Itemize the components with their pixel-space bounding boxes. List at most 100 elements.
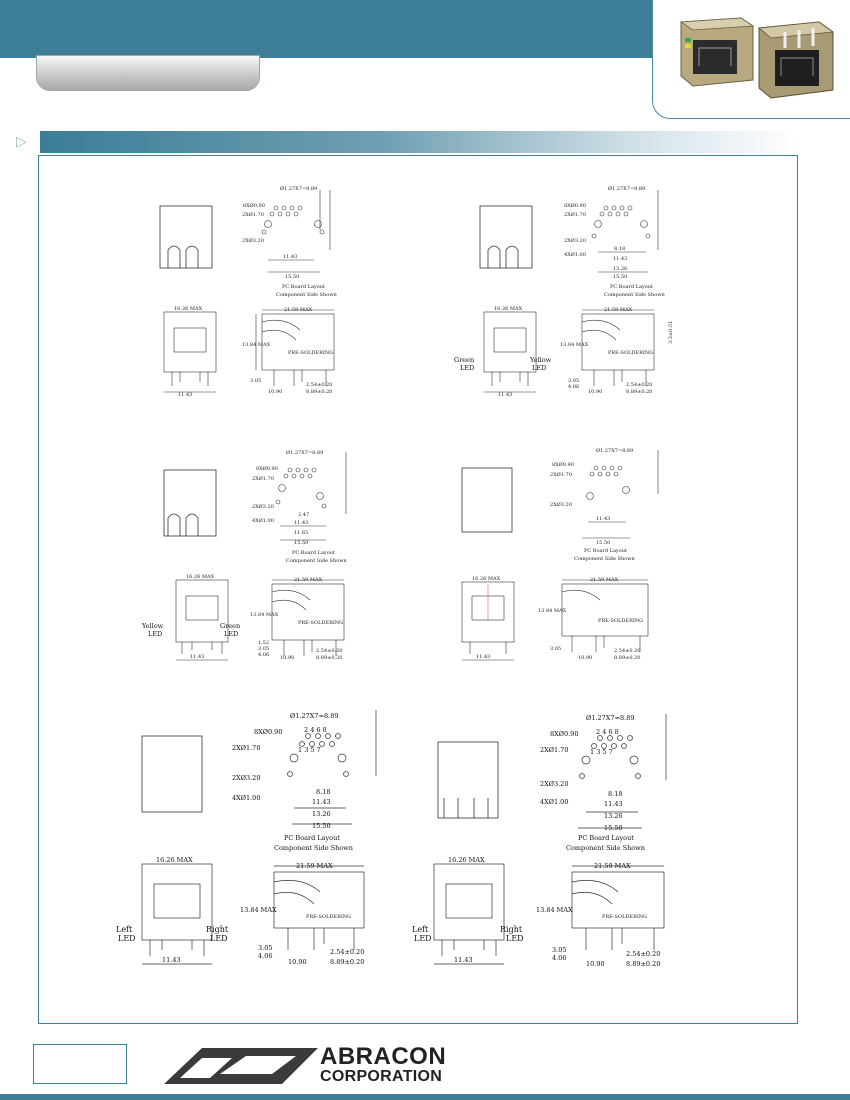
pcb-layout-label: PC Board Layout xyxy=(284,834,340,842)
led-yellow-label: Yellow xyxy=(141,622,164,630)
body-mark: PRE-SOLDERING xyxy=(298,620,343,626)
dim-1550: 15.50 xyxy=(294,540,308,546)
pins8-label: 8XØ0.90 xyxy=(243,202,265,209)
pins2-320-label: 2XØ3.20 xyxy=(232,774,260,782)
led-label: LED xyxy=(118,934,136,943)
dim-331: 3.3±0.51 xyxy=(668,321,674,344)
drawing-2-left: Ø1.27X7=8.89 8XØ0.90 2XØ1.70 2XØ3.20 4XØ… xyxy=(141,449,347,661)
pcb-layout-label: PC Board Layout xyxy=(610,284,653,290)
dim-406: 4.06 xyxy=(258,652,269,658)
header-title-tab xyxy=(36,55,260,91)
dim-1550: 15.50 xyxy=(604,824,623,832)
pins2-320-label: 2XØ3.20 xyxy=(564,237,586,244)
pitch-label: Ø1.27X7=8.89 xyxy=(586,714,634,722)
component-side-label: Component Side Shown xyxy=(276,292,337,298)
dim-1626: 16.26 MAX xyxy=(472,576,501,582)
dimensions-panel xyxy=(38,155,798,1024)
pitch-label: Ø1.27X7=8.89 xyxy=(290,712,338,720)
dim-1090: 10.90 xyxy=(586,960,605,968)
drawing-3-right: Ø1.27X7=8.89 8XØ0.90 2XØ1.70 2XØ3.20 4XØ… xyxy=(412,714,667,968)
dim-2159: 21.59 MAX xyxy=(294,577,323,583)
dim-1090: 10.90 xyxy=(268,389,282,395)
pins8-label: 8XØ0.90 xyxy=(254,728,282,736)
dim-2159: 21.59 MAX xyxy=(594,862,631,870)
dim-2159: 21.59 MAX xyxy=(604,307,633,313)
dim-305: 3.05 xyxy=(258,944,272,952)
dim-1326: 13.26 xyxy=(604,812,623,820)
pcb-layout-label: PC Board Layout xyxy=(292,550,335,556)
body-mark: PRE-SOLDERING xyxy=(598,618,643,624)
pins4-label: 4XØ1.00 xyxy=(252,517,274,524)
dim-889-tol: 8.89±0.20 xyxy=(614,655,640,661)
led-label: LED xyxy=(460,364,474,372)
pins2-label: 2XØ1.70 xyxy=(540,746,568,754)
pcb-layout-label: PC Board Layout xyxy=(578,834,634,842)
dim-1550: 15.50 xyxy=(613,274,627,280)
dim-1143: 11.43 xyxy=(312,798,331,806)
dim-1143: 11.43 xyxy=(604,800,623,808)
pins2-320-label: 2XØ3.20 xyxy=(550,501,572,508)
body-mark: PRE-SOLDERING xyxy=(288,350,333,356)
footer-band xyxy=(0,1094,850,1100)
section-title-bar xyxy=(40,131,800,153)
dim-1143: 11.43 xyxy=(613,256,627,262)
dim-1626: 16.26 MAX xyxy=(494,306,523,312)
body-mark: PRE-SOLDERING xyxy=(602,914,647,920)
dim-889-tol: 8.89±0.20 xyxy=(626,389,652,395)
dim-254-tol: 2.54±0.20 xyxy=(316,648,342,654)
pin-numbers-top: 2 4 6 8 xyxy=(304,726,327,734)
drawing-2-right: Ø1.27X7=8.89 8XØ0.90 2XØ1.70 2XØ3.20 11.… xyxy=(461,447,659,661)
body-mark: PRE-SOLDERING xyxy=(608,350,653,356)
pins2-label: 2XØ1.70 xyxy=(242,211,264,218)
dim-889-tol: 8.89±0.20 xyxy=(330,958,364,966)
led-right-label: Right xyxy=(206,925,229,934)
dim-1626: 16.26 MAX xyxy=(174,306,203,312)
dim-305: 3.05 xyxy=(258,646,269,652)
drawing-1-right: Ø1.27X7=8.89 8XØ0.90 2XØ1.70 2XØ3.20 4XØ… xyxy=(454,185,674,398)
dim-1143: 11.43 xyxy=(294,520,308,526)
pitch-label: Ø1.27X7=8.89 xyxy=(608,185,645,192)
dim-1326: 13.26 xyxy=(312,810,331,818)
dim-818: 8.18 xyxy=(316,788,330,796)
component-side-label: Component Side Shown xyxy=(274,844,353,852)
component-side-label: Component Side Shown xyxy=(574,556,635,562)
dim-1143-front: 11.43 xyxy=(476,654,490,660)
dim-406: 4.06 xyxy=(568,384,579,390)
pins4-label: 4XØ1.00 xyxy=(564,251,586,258)
dim-1626: 16.26 MAX xyxy=(186,574,215,580)
dim-1626: 16.26 MAX xyxy=(448,856,485,864)
dim-1090: 10.90 xyxy=(588,389,602,395)
dim-1550: 15.50 xyxy=(285,274,299,280)
led-label: LED xyxy=(506,934,524,943)
front-view xyxy=(163,311,217,393)
dim-2159: 21.59 MAX xyxy=(296,862,333,870)
dim-889-tol: 8.89±0.20 xyxy=(316,655,342,661)
dim-406: 4.06 xyxy=(258,952,272,960)
dim-818: 8.18 xyxy=(614,246,625,252)
dim-1626: 16.26 MAX xyxy=(156,856,193,864)
dim-1384: 13.84 MAX xyxy=(250,612,279,618)
pins2-label: 2XØ1.70 xyxy=(550,471,572,478)
pins4-label: 4XØ1.00 xyxy=(232,794,260,802)
dim-1384: 13.84 MAX xyxy=(560,342,589,348)
pin-numbers-bottom: 1 3 5 7 xyxy=(590,748,613,756)
brand-corporation: CORPORATION xyxy=(320,1068,443,1085)
dim-2159: 21.59 MAX xyxy=(590,577,619,583)
pins8-label: 8XØ0.90 xyxy=(256,465,278,472)
dim-889-tol: 8.89±0.20 xyxy=(626,960,660,968)
dim-1143-front: 11.43 xyxy=(454,956,473,964)
pin-numbers-top: 2 4 6 8 xyxy=(596,728,619,736)
rj45-jack-photo-icon xyxy=(679,17,835,99)
side-view-bottom xyxy=(255,309,335,386)
drawing-3-left: Ø1.27X7=8.89 8XØ0.90 2XØ1.70 2XØ3.20 4XØ… xyxy=(116,710,377,966)
dim-1143-front: 11.43 xyxy=(190,654,204,660)
led-green-label: Green xyxy=(220,622,240,630)
page-number-box xyxy=(33,1044,127,1084)
dim-152: 1.52 xyxy=(258,640,269,646)
pins2-320-label: 2XØ3.20 xyxy=(242,237,264,244)
dim-305: 3.05 xyxy=(552,946,566,954)
brand-name: ABRACON xyxy=(320,1043,447,1070)
body-mark: PRE-SOLDERING xyxy=(306,914,351,920)
dim-1143: 11.43 xyxy=(283,254,297,260)
dim-254-tol: 2.54±0.20 xyxy=(614,648,640,654)
